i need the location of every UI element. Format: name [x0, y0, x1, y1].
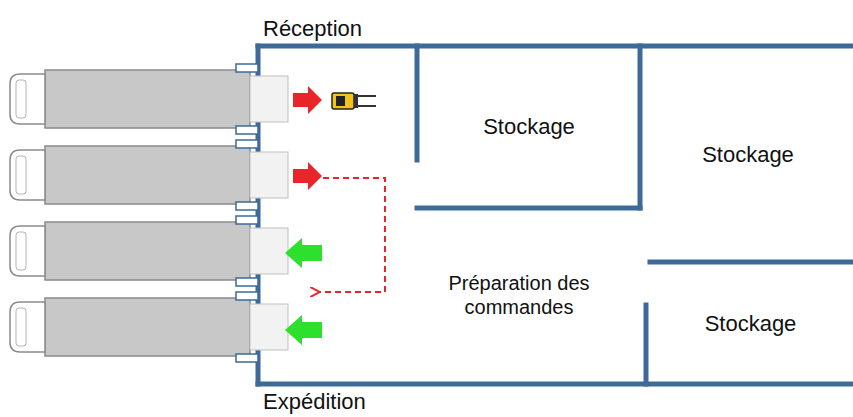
area-label: Stockage	[702, 142, 794, 168]
area-label: Stockage	[705, 311, 797, 337]
area-label: Préparation des commandes	[400, 271, 638, 319]
dock-label: Expédition	[263, 389, 366, 415]
storage-area: Stockage	[650, 268, 851, 380]
picking-area: Préparation des commandes	[400, 250, 638, 340]
dock-label: Réception	[263, 16, 362, 42]
storage-area: Stockage	[422, 52, 636, 202]
storage-area: Stockage	[645, 52, 851, 258]
area-label: Stockage	[483, 114, 575, 140]
